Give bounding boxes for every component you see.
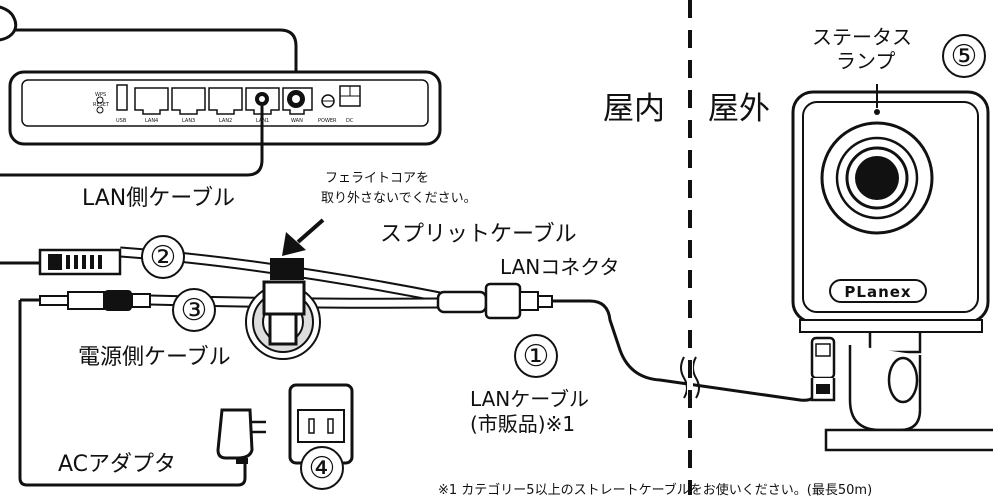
- lan-side-cable-line: [0, 106, 264, 177]
- ferrite-note-line2: 取り外さないでください。: [321, 191, 477, 206]
- ferrite-note-line1: フェライトコアを: [325, 171, 430, 186]
- number-2: ②: [141, 235, 185, 279]
- port-label-lan3: LAN3: [182, 118, 195, 124]
- camera-brand-logo: PLanex: [844, 283, 911, 301]
- ac-adapter-label: ACアダプタ: [58, 452, 177, 477]
- number-1: ①: [514, 334, 558, 378]
- port-label-dc: DC: [346, 118, 354, 124]
- ferrite-core: [245, 258, 321, 360]
- lan-connector-right: [436, 282, 553, 320]
- number-3: ③: [172, 288, 216, 332]
- wall-outlet: [288, 383, 354, 465]
- footnote: ※1 カテゴリー5以上のストレートケーブルをお使いください。(最長50m): [438, 483, 873, 498]
- network-camera: PLanex: [791, 84, 993, 452]
- port-label-reset: RESET: [93, 102, 110, 108]
- lan-cable-label-line1: LANケーブル: [470, 387, 590, 411]
- ferrite-arrow: [282, 218, 325, 256]
- outdoor-label: 屋外: [708, 91, 770, 127]
- wan-cable: [14, 28, 298, 96]
- port-label-wps: WPS: [95, 92, 106, 98]
- router-lan-ports: [134, 87, 313, 115]
- indoor-label: 屋内: [603, 91, 665, 127]
- partial-number-circle: [0, 5, 18, 42]
- ac-adapter: [216, 408, 266, 464]
- lan-connector-label: LANコネクタ: [500, 255, 620, 279]
- lan-cable-label-line2: (市販品)※1: [470, 412, 576, 436]
- ac-adapter-cable: [18, 300, 247, 487]
- dc-plug-left: [20, 290, 151, 311]
- port-label-lan4: LAN4: [145, 118, 158, 124]
- port-label-power: POWER: [318, 118, 337, 124]
- lan-side-cable-label: LAN側ケーブル: [82, 186, 235, 211]
- port-label-usb: USB: [116, 118, 127, 124]
- power-side-cable-label: 電源側ケーブル: [78, 345, 231, 370]
- split-cable-label: スプリットケーブル: [380, 222, 577, 247]
- status-lamp-label-line2: ランプ: [836, 49, 896, 73]
- number-5: ⑤: [942, 34, 986, 78]
- port-label-wan: WAN: [291, 118, 303, 124]
- port-label-lan2: LAN2: [219, 118, 232, 124]
- router: WPS RESET USB LAN4 LAN3 LAN2 LAN1 WAN PO…: [8, 70, 442, 146]
- lan-plug-left: [38, 248, 122, 276]
- number-4: ④: [300, 446, 344, 490]
- status-lamp-label-line1: ステータス: [812, 25, 912, 49]
